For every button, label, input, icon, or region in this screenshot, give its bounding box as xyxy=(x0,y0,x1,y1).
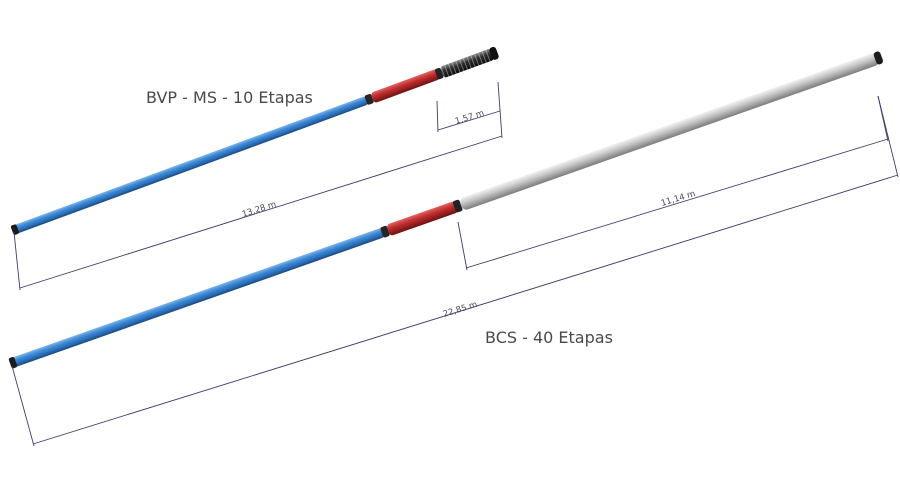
bvp-pump-section xyxy=(13,96,369,234)
bcs-seal-section xyxy=(460,53,879,210)
bvp-head-dimension-label: 1,57 m xyxy=(454,109,486,127)
bvp-overall-dimension-label: 13,28 m xyxy=(241,200,278,220)
bcs-assembly: BCS - 40 Etapas 22,85 m 11,14 m xyxy=(8,51,899,447)
bcs-motor-section xyxy=(387,201,458,236)
bvp-assembly: BVP - MS - 10 Etapas 13,28 m 1,57 m xyxy=(10,46,503,291)
bcs-coupling-1 xyxy=(380,225,390,238)
bvp-top-cap xyxy=(489,46,499,60)
bcs-bottom-cap xyxy=(8,357,18,369)
bvp-bottom-cap xyxy=(10,224,19,235)
bcs-pump-section xyxy=(11,228,385,367)
bvp-motor-section xyxy=(371,69,440,103)
bcs-coupling-2 xyxy=(452,199,463,213)
bvp-overall-dimension: 13,28 m xyxy=(13,81,503,291)
bvp-coupling-2 xyxy=(434,67,444,80)
bvp-head-dimension: 1,57 m xyxy=(436,100,501,133)
bcs-seal-dimension-label: 11,14 m xyxy=(660,189,697,209)
bcs-overall-dimension-label: 22,85 m xyxy=(442,300,479,320)
bcs-title: BCS - 40 Etapas xyxy=(485,328,613,347)
bcs-overall-dimension: 22,85 m xyxy=(11,95,899,447)
bvp-tool-string xyxy=(10,46,499,235)
bvp-title: BVP - MS - 10 Etapas xyxy=(146,88,313,107)
bcs-tool-string xyxy=(8,51,883,369)
bcs-top-cap xyxy=(873,51,883,65)
bvp-coupling-1 xyxy=(364,93,374,105)
